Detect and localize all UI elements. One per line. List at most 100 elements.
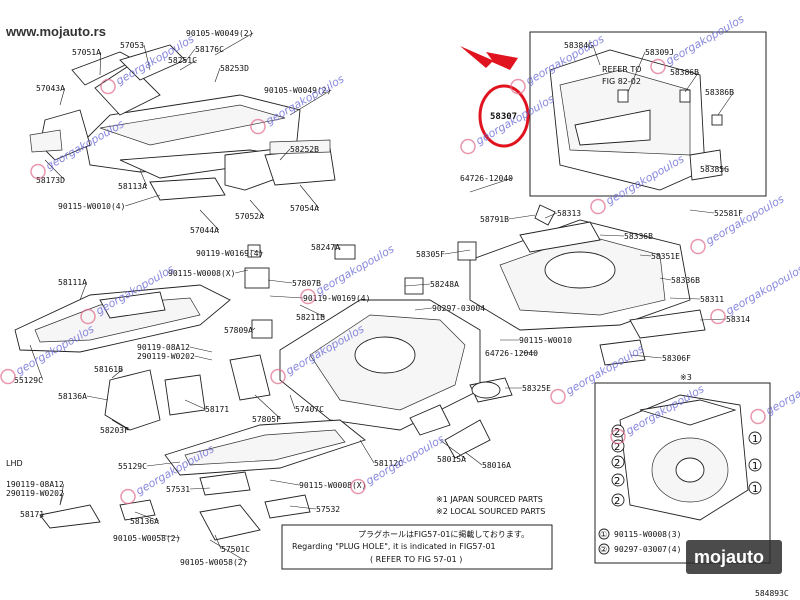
part-label: 57531 [166,485,190,494]
watermark-logo-icon [0,368,16,385]
watermark-logo-icon [250,118,266,135]
leader-line [592,44,601,66]
part-label: 58311 [700,295,724,304]
leader-line [254,394,282,420]
center-floor-assembly [279,244,513,459]
leader-line [59,492,64,506]
leader-line [299,184,320,209]
part-label: 58171 [20,510,44,519]
watermark-logo-icon [750,408,766,425]
leader-line [659,277,672,281]
part-label: 290119-W0202 [6,489,64,498]
leader-line [519,351,538,354]
leader-line [289,505,317,510]
part-label: 52581F [714,209,743,218]
leader-line [249,199,265,217]
part-label: 90119-W0169(4) [196,249,263,258]
part-label: 58136A [130,517,159,526]
svg-text:2: 2 [614,458,620,469]
part-label: 57501C [221,545,250,554]
watermark: georgakopoulos [710,262,800,325]
leader-line [194,355,213,361]
watermark-text: georgakopoulos [264,72,347,127]
watermark-logo-icon [590,198,606,215]
part-label: 90297-03004 [432,304,485,313]
part-label: 90119-W0169(4) [303,294,370,303]
part-label: 58252B [290,145,319,154]
leader-line [146,461,181,467]
watermark-text: georgakopoulos [764,362,800,417]
part-label: 58161B [94,365,123,374]
legend-num-1: ① [600,530,607,539]
brand-logo-text: mojauto [694,547,764,567]
leader-line [414,307,433,311]
rear-panel-assembly [549,49,723,191]
leader-line [214,32,254,56]
star3-note: ※3 [680,373,692,382]
part-label: 90115-W0008(X) [168,269,235,278]
part-label: 57532 [316,505,340,514]
part-label: 55129C [118,462,147,471]
leader-line [39,513,45,519]
watermark-logo-icon [100,78,116,95]
watermark-logo-icon [710,308,726,325]
leader-line [59,483,64,506]
watermark-logo-icon [550,388,566,405]
leader-line [404,283,431,287]
part-label: 58309J [645,48,674,57]
part-label: 58113A [118,182,147,191]
watermark: georgakopoulos [690,192,787,255]
site-url: www.mojauto.rs [5,24,106,39]
part-label: 58016A [482,461,511,470]
legend-num-2: ② [600,545,607,554]
callout-number: 58307 [490,112,517,122]
part-label: 58211B [296,313,325,322]
watermark-logo-icon [120,488,136,505]
leader-line [508,214,536,220]
plug-hole-note-en: Regarding "PLUG HOLE", it is indicated i… [292,542,496,551]
part-label: 90105-W0049(2) [264,86,331,95]
part-label: 90105-W0049(2) [186,29,253,38]
note-japan-sourced: ※1 JAPAN SOURCED PARTS [436,495,543,504]
leader-line [269,479,300,486]
leader-line [139,169,148,187]
part-label: 58248A [430,280,459,289]
watermark-text: georgakopoulos [664,12,747,67]
part-label: 90105-W0058(2) [180,558,247,567]
leader-line [279,148,291,161]
leader-line [214,534,222,550]
leader-line [684,71,700,93]
leader-line [252,327,256,331]
part-label: 58171 [205,405,229,414]
part-label: 58791B [480,215,509,224]
watermark: georgakopoulos [750,362,800,425]
part-label: 58336B [624,232,653,241]
leader-line [267,279,293,284]
part-label: 55129C [14,376,43,385]
part-label: 90115-W0010(4) [58,202,125,211]
detail-box-upper-right [529,31,767,197]
watermark-logo-icon [460,138,476,155]
leader-line [439,439,466,460]
part-label: 90119-08A12 [137,343,190,352]
leader-line [199,209,220,231]
part-label: 58305F [416,250,445,259]
figure-code: 584893C [755,589,789,598]
leader-line [629,354,663,359]
part-label: 57809A [224,326,253,335]
plug-hole-note-box [281,524,553,570]
leader-line [111,419,129,431]
part-label: 290119-W0202 [137,352,195,361]
leader-line [704,164,729,170]
part-label: 58176C [195,45,224,54]
leader-line [689,209,715,214]
leader-line [99,51,102,76]
leader-line [469,177,513,193]
note-local-sourced: ※2 LOCAL SOURCED PARTS [436,507,545,516]
part-label: 57053 [120,41,144,50]
part-label: 58173D [36,176,65,185]
front-floor-lower [39,419,366,541]
part-label: 58111A [58,278,87,287]
